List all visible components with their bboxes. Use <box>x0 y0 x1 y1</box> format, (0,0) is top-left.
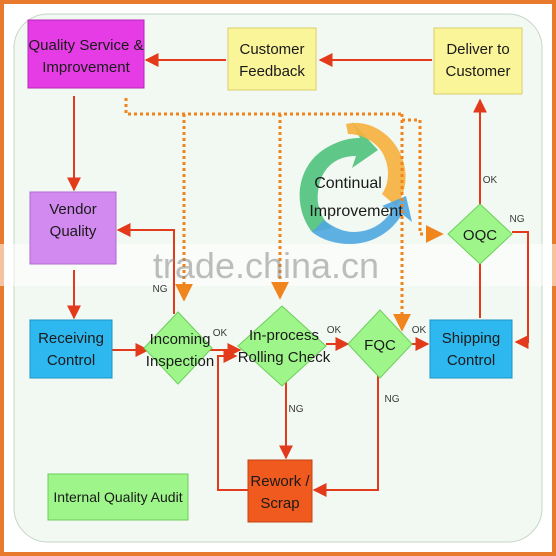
edge-label-oqc-ok: OK <box>483 175 498 186</box>
edge-label-inprocess-ok: OK <box>327 325 342 336</box>
receiving-box <box>29 319 113 379</box>
audit-box <box>47 473 189 521</box>
fqc-label: FQC <box>364 337 396 354</box>
vendor-quality-label-2: Quality <box>50 223 97 240</box>
node-rework: Rework / Scrap <box>247 459 313 523</box>
arrow-incoming-ng-to-vendor <box>116 223 175 314</box>
edge-label-fqc-ok: OK <box>412 325 427 336</box>
incoming-diamond <box>143 311 213 385</box>
edge-label-inprocess-ng: NG <box>289 404 304 415</box>
node-vendor-quality: Vendor Quality <box>29 191 117 265</box>
node-deliver: Deliver to Customer <box>433 27 523 95</box>
continual-label-1: Continual <box>314 175 382 192</box>
node-receiving: Receiving Control <box>29 319 113 379</box>
deliver-label-2: Customer <box>445 63 510 80</box>
inprocess-label-1: In-process <box>249 327 319 344</box>
receiving-label-1: Receiving <box>38 330 104 347</box>
quality-service-label-2: Improvement <box>42 59 130 76</box>
shipping-label-1: Shipping <box>442 330 500 347</box>
rework-label-1: Rework / <box>250 473 310 490</box>
dotted-to-oqc <box>402 118 444 243</box>
oqc-diamond <box>447 203 513 265</box>
customer-feedback-label-1: Customer <box>239 41 304 58</box>
edge-label-fqc-ng: NG <box>385 394 400 405</box>
node-inprocess: In-process Rolling Check <box>237 305 331 387</box>
receiving-label-2: Control <box>47 352 95 369</box>
inprocess-label-2: Rolling Check <box>238 349 331 366</box>
node-shipping: Shipping Control <box>429 319 513 379</box>
rework-box <box>247 459 313 523</box>
edge-label-incoming-ok: OK <box>213 328 228 339</box>
vendor-quality-box <box>29 191 117 265</box>
dotted-main-line <box>124 98 402 116</box>
rework-label-2: Scrap <box>260 495 299 512</box>
dotted-arrows <box>124 98 444 332</box>
incoming-label-2: Inspection <box>146 353 214 370</box>
oqc-label: OQC <box>463 227 497 244</box>
edge-label-oqc-ng: NG <box>510 214 525 225</box>
node-quality-service: Quality Service & Improvement <box>27 19 145 89</box>
deliver-box <box>433 27 523 95</box>
node-fqc: FQC <box>347 309 413 379</box>
solid-arrows <box>67 53 529 497</box>
arrow-rework-to-inprocess <box>217 349 248 491</box>
vendor-quality-label-1: Vendor <box>49 201 97 218</box>
arrow-fqc-ng-to-rework <box>312 374 379 497</box>
node-oqc: OQC <box>447 203 513 265</box>
customer-feedback-label-2: Feedback <box>239 63 305 80</box>
node-incoming: Incoming Inspection <box>143 311 214 385</box>
edge-label-incoming-ng: NG <box>153 284 168 295</box>
node-audit: Internal Quality Audit <box>47 473 189 521</box>
quality-service-label-1: Quality Service & <box>28 37 143 54</box>
node-customer-feedback: Customer Feedback <box>227 27 317 91</box>
watermark-text: trade.china.cn <box>153 245 379 286</box>
node-continual-improvement: Continual Improvement <box>309 175 403 220</box>
quality-service-box <box>27 19 145 89</box>
inprocess-diamond <box>237 305 327 387</box>
arrow-oqc-ng-to-shipping <box>512 231 529 349</box>
shipping-box <box>429 319 513 379</box>
deliver-label-1: Deliver to <box>446 41 509 58</box>
shipping-label-2: Control <box>447 352 495 369</box>
audit-label: Internal Quality Audit <box>53 489 182 505</box>
fqc-diamond <box>347 309 413 379</box>
customer-feedback-box <box>227 27 317 91</box>
cycle-icon <box>299 122 412 244</box>
incoming-label-1: Incoming <box>150 331 211 348</box>
edge-labels: OK NG NG OK OK OK NG NG <box>153 175 525 415</box>
continual-label-2: Improvement <box>309 203 403 220</box>
